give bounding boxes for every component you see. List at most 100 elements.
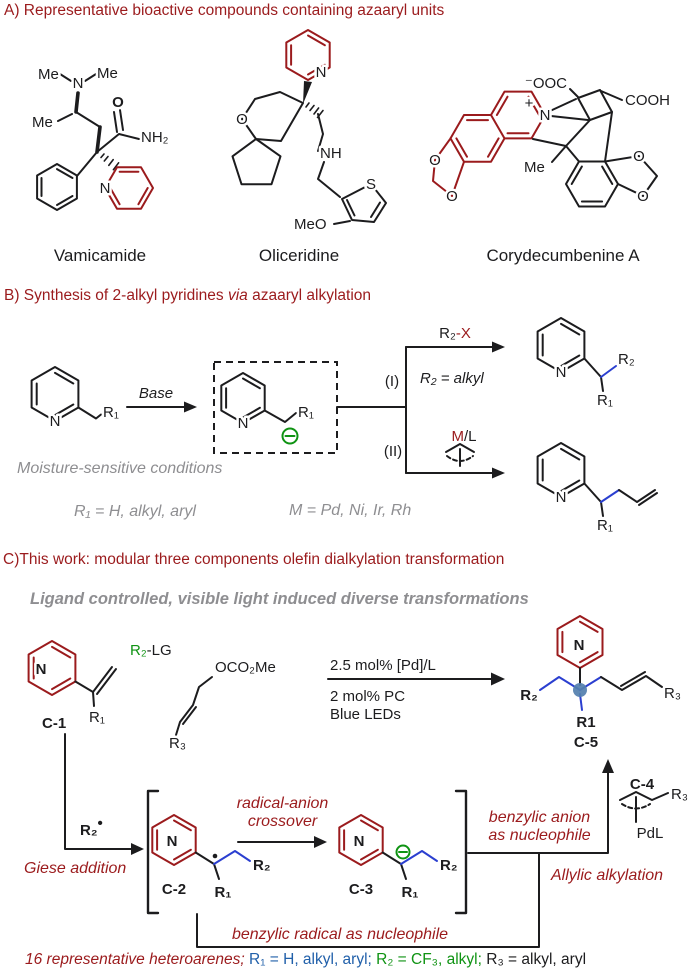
double-bonds bbox=[225, 377, 261, 419]
label-base: Base bbox=[139, 385, 173, 402]
label-giese-addition: Giese addition bbox=[24, 860, 127, 877]
atom-n: N bbox=[36, 661, 47, 678]
label-r2: R₂ bbox=[618, 351, 635, 368]
molecule-oliceridine: N O NH S MeO bbox=[231, 29, 387, 236]
new-bond-blue bbox=[600, 365, 617, 378]
bond bbox=[532, 111, 613, 163]
branch-lines bbox=[336, 346, 407, 474]
atom-n: N bbox=[574, 637, 585, 654]
scheme-c: N R₁ C-1 R₂-LG OCO₂Me R₃ 2.5 mol% [Pd]/L… bbox=[27, 615, 690, 948]
bond bbox=[381, 851, 407, 880]
bond bbox=[263, 409, 297, 423]
atom-cooh: COOH bbox=[625, 92, 670, 109]
label-r1: R₁ bbox=[401, 884, 418, 901]
atom-n: N bbox=[50, 413, 61, 430]
radical-path-line bbox=[196, 852, 540, 948]
label-r3: R₃ bbox=[664, 685, 681, 702]
arrowhead bbox=[491, 672, 505, 686]
pyridine-ring bbox=[27, 640, 77, 696]
new-bond-blue bbox=[213, 850, 251, 865]
label-benzylic-radical: benzylic radical as nucleophile bbox=[231, 926, 449, 943]
allyl-chain bbox=[618, 489, 658, 506]
title-via: via bbox=[227, 287, 248, 304]
vinyl-bonds bbox=[74, 666, 117, 707]
caption-r2: R₂ = CF₃, alkyl; bbox=[371, 951, 482, 968]
carbanion-icon bbox=[395, 844, 411, 860]
compound-name-vamicamide: Vamicamide bbox=[53, 246, 147, 265]
radical-dot: • bbox=[98, 815, 103, 832]
molecule-vamicamide: Me Me N Me O NH₂ N bbox=[30, 63, 171, 211]
caption-r3: R₃ = alkyl, aryl bbox=[481, 951, 587, 968]
label-m: M bbox=[451, 428, 464, 445]
atom-o: O bbox=[637, 188, 649, 205]
atom-o: O bbox=[236, 111, 248, 128]
label-l: /L bbox=[464, 428, 477, 445]
atom-n: N bbox=[238, 415, 249, 432]
scope-caption: 16 representative heteroarenes; R₁ = H, … bbox=[25, 951, 586, 969]
label-r1: R₁ bbox=[89, 709, 105, 726]
note-metal-scope: M = Pd, Ni, Ir, Rh bbox=[289, 502, 412, 519]
bond bbox=[59, 73, 97, 82]
condition-pc: 2 mol% PC bbox=[330, 688, 405, 705]
section-c-title: C)This work: modular three components ol… bbox=[3, 551, 505, 568]
label-r2lg: R₂-LG bbox=[130, 642, 172, 659]
quaternary-carbon-highlight bbox=[573, 683, 587, 697]
label-r3: R₃ bbox=[671, 786, 688, 803]
pyridine-ring bbox=[151, 814, 197, 866]
label-c5: C-5 bbox=[574, 734, 598, 751]
giese-path bbox=[64, 733, 133, 850]
double-bonds bbox=[156, 819, 192, 861]
section-a-title: A) Representative bioactive compounds co… bbox=[4, 2, 445, 19]
arrowhead bbox=[492, 467, 505, 479]
double-bonds bbox=[109, 170, 149, 206]
compound-name-corydecumbenine: Corydecumbenine A bbox=[486, 246, 640, 265]
atom-me: Me bbox=[524, 159, 545, 176]
allyl-metal-icon bbox=[445, 443, 475, 467]
benzo-ring bbox=[565, 160, 619, 208]
thiophene-ring bbox=[341, 183, 387, 223]
arrowhead bbox=[314, 836, 327, 848]
condition-leds: Blue LEDs bbox=[330, 706, 401, 723]
arrowhead bbox=[184, 401, 197, 413]
label-r1: R₁ bbox=[298, 404, 314, 421]
caption-r1: R₁ = H, alkyl, aryl; bbox=[244, 951, 372, 968]
atom-me: Me bbox=[97, 65, 118, 82]
label-r1: R₁ bbox=[103, 404, 119, 421]
atom-nh2: NH₂ bbox=[141, 129, 169, 146]
label-r2-radical: R₂• bbox=[80, 815, 103, 839]
double-bonds bbox=[32, 645, 72, 691]
double-bonds bbox=[346, 199, 381, 218]
double-bonds bbox=[561, 620, 599, 664]
atom-n: N bbox=[556, 489, 567, 506]
double-bonds bbox=[35, 371, 75, 417]
atom-ooc: ⁻OOC bbox=[525, 75, 567, 92]
allyl-dashes bbox=[621, 803, 651, 810]
new-bond-blue bbox=[400, 850, 438, 865]
label-c1: C-1 bbox=[42, 715, 66, 732]
atom-n-plus: N bbox=[540, 107, 551, 124]
pyridine-ring bbox=[536, 317, 586, 373]
intermediate-box bbox=[213, 361, 338, 454]
arrowhead bbox=[131, 843, 144, 855]
label-r1: R₁ bbox=[597, 392, 613, 409]
atom-n: N bbox=[354, 833, 365, 850]
atom-o: O bbox=[633, 148, 645, 165]
plus-charge: + bbox=[525, 95, 534, 112]
caption-heteroarenes: 16 representative heteroarenes; bbox=[25, 951, 245, 968]
label-c2: C-2 bbox=[162, 881, 186, 898]
label-path2: (II) bbox=[384, 443, 402, 460]
label-r2: R₂ bbox=[80, 822, 98, 839]
label-path1: (I) bbox=[385, 373, 399, 390]
cyclopentane-ring bbox=[231, 138, 282, 186]
label-allylic-alkylation: Allylic alkylation bbox=[551, 867, 664, 884]
allyl-metal-dashes bbox=[446, 455, 474, 462]
label-benzylic-anion-line1: benzylic anion bbox=[488, 809, 591, 826]
label-r3: R₃ bbox=[169, 735, 186, 752]
label-ml: M/L bbox=[451, 428, 476, 445]
label-benzylic-anion-line2: as nucleophile bbox=[488, 827, 591, 844]
double-bonds bbox=[570, 165, 614, 203]
wedge-bond bbox=[74, 91, 80, 114]
title-text: B) Synthesis of 2-alkyl pyridines bbox=[4, 287, 228, 304]
atom-n: N bbox=[556, 364, 567, 381]
double-bonds bbox=[290, 34, 326, 76]
